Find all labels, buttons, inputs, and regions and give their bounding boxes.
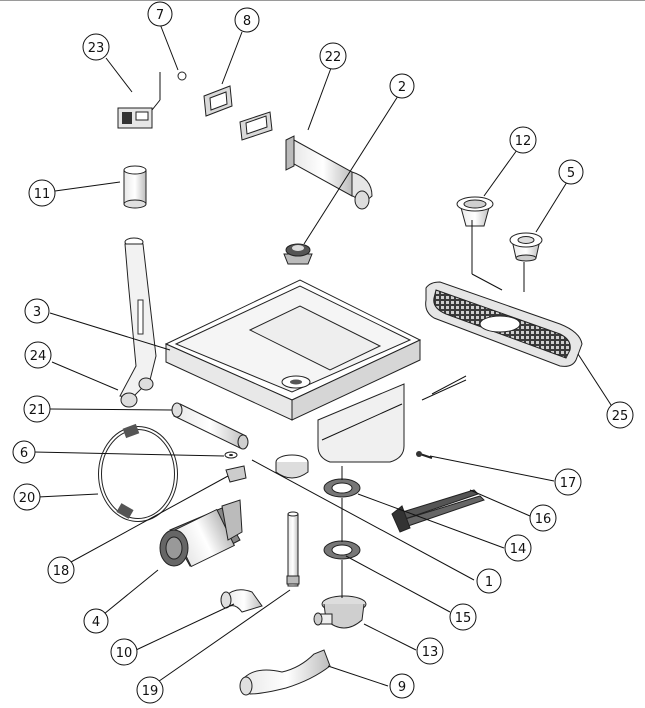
callout-9: 9 [389, 673, 415, 699]
part-3-sink-basin [164, 279, 422, 463]
callout-14: 14 [504, 534, 532, 562]
svg-text:2: 2 [398, 80, 406, 95]
part-4-pump-motor [159, 499, 243, 568]
callout-20: 20 [13, 483, 41, 511]
callout-10: 10 [110, 638, 138, 666]
svg-text:7: 7 [156, 8, 164, 23]
part-14-gasket [323, 478, 361, 498]
part-24-overflow-tube [119, 237, 157, 408]
callout-4: 4 [83, 608, 109, 634]
callout-18: 18 [47, 556, 75, 584]
leader-lines [33, 23, 614, 687]
callout-16: 16 [529, 504, 557, 532]
part-19-standpipe [286, 511, 300, 587]
svg-text:11: 11 [34, 187, 51, 202]
svg-text:13: 13 [422, 645, 439, 660]
callout-15: 15 [449, 603, 477, 631]
callout-8: 8 [234, 7, 260, 33]
callout-6: 6 [12, 440, 36, 464]
svg-text:9: 9 [398, 680, 406, 695]
svg-text:18: 18 [53, 564, 70, 579]
callout-5: 5 [558, 159, 584, 185]
callout-3: 3 [24, 298, 50, 324]
svg-text:17: 17 [560, 476, 577, 491]
callout-17: 17 [554, 468, 582, 496]
callout-19: 19 [136, 676, 164, 704]
svg-text:20: 20 [19, 491, 36, 506]
part-8-gasket-plate-2 [239, 111, 273, 141]
part-15-gasket [323, 540, 361, 560]
callout-12: 12 [509, 126, 537, 154]
svg-text:12: 12 [515, 134, 532, 149]
callout-2: 2 [389, 73, 415, 99]
svg-text:3: 3 [33, 305, 41, 320]
part-20-hose-ring [98, 423, 178, 522]
svg-text:25: 25 [612, 409, 629, 424]
callout-22: 22 [319, 42, 347, 70]
part-22-spout-pipe [285, 135, 373, 210]
part-10-hose-elbow [220, 589, 263, 613]
part-17-screw [416, 451, 433, 459]
part-25-drain-tray [425, 281, 583, 367]
part-16-heating-element [391, 489, 485, 533]
callout-21: 21 [23, 395, 51, 423]
svg-text:4: 4 [92, 615, 100, 630]
callout-23: 23 [82, 33, 110, 61]
callout-1: 1 [476, 568, 502, 594]
part-8-gasket-plate [203, 85, 233, 117]
part-5-strainer-cap [509, 232, 543, 262]
svg-text:1: 1 [485, 575, 493, 590]
part-1-drain-fitting [275, 454, 309, 479]
svg-text:19: 19 [142, 684, 159, 699]
svg-text:14: 14 [510, 542, 527, 557]
part-7-ball [177, 71, 187, 81]
svg-text:10: 10 [116, 646, 133, 661]
part-18-clip [225, 465, 247, 483]
svg-text:6: 6 [20, 446, 28, 461]
part-13-drain-housing [313, 595, 367, 629]
svg-text:24: 24 [30, 349, 47, 364]
svg-text:21: 21 [29, 403, 46, 418]
svg-text:23: 23 [88, 41, 105, 56]
svg-text:16: 16 [535, 512, 552, 527]
part-23-switch-block [117, 72, 161, 129]
top-border-rule [0, 0, 645, 1]
part-6-washer [224, 451, 238, 459]
callout-13: 13 [416, 637, 444, 665]
svg-text:22: 22 [325, 50, 342, 65]
svg-text:15: 15 [455, 611, 472, 626]
callout-25: 25 [606, 401, 634, 429]
part-12-strainer [456, 196, 494, 227]
part-21-rod [171, 402, 249, 450]
part-2-drain-cap [283, 243, 313, 265]
svg-text:5: 5 [567, 166, 575, 181]
callout-24: 24 [24, 341, 52, 369]
part-9-drain-hose [239, 649, 331, 696]
svg-text:8: 8 [243, 14, 251, 29]
part-11-sleeve [123, 165, 147, 209]
callout-11: 11 [28, 179, 56, 207]
callout-7: 7 [147, 1, 173, 27]
